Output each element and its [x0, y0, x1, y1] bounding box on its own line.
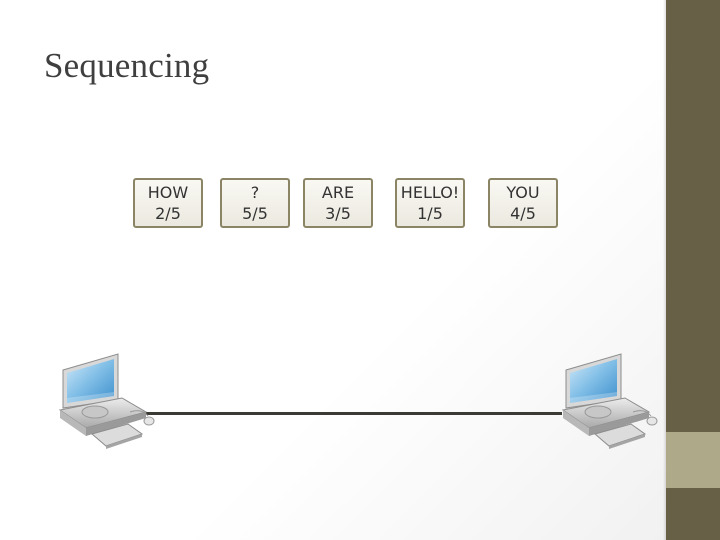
packet-sequence: 2/5	[155, 204, 181, 223]
packet-word: YOU	[506, 183, 540, 202]
computer-icon	[561, 353, 658, 449]
packet-box: HOW 2/5	[133, 178, 203, 228]
computer-icon	[58, 353, 155, 449]
network-cable	[130, 412, 562, 415]
side-bar-shadow	[663, 0, 666, 540]
packet-sequence: 3/5	[325, 204, 351, 223]
side-bar-top	[666, 0, 720, 432]
packet-box: ? 5/5	[220, 178, 290, 228]
packet-sequence: 5/5	[242, 204, 268, 223]
slide-title: Sequencing	[44, 46, 210, 85]
packet-box: YOU 4/5	[488, 178, 558, 228]
packet-word: ?	[250, 183, 260, 202]
packet-word: ARE	[321, 183, 355, 202]
side-bar-bottom	[666, 488, 720, 540]
packet-sequence: 4/5	[510, 204, 536, 223]
side-bar-accent	[666, 432, 720, 488]
slide-background	[0, 0, 666, 540]
packet-sequence: 1/5	[417, 204, 443, 223]
packet-box: ARE 3/5	[303, 178, 373, 228]
packet-box: HELLO! 1/5	[395, 178, 465, 228]
packet-word: HOW	[147, 183, 189, 202]
packet-word: HELLO!	[400, 183, 460, 202]
